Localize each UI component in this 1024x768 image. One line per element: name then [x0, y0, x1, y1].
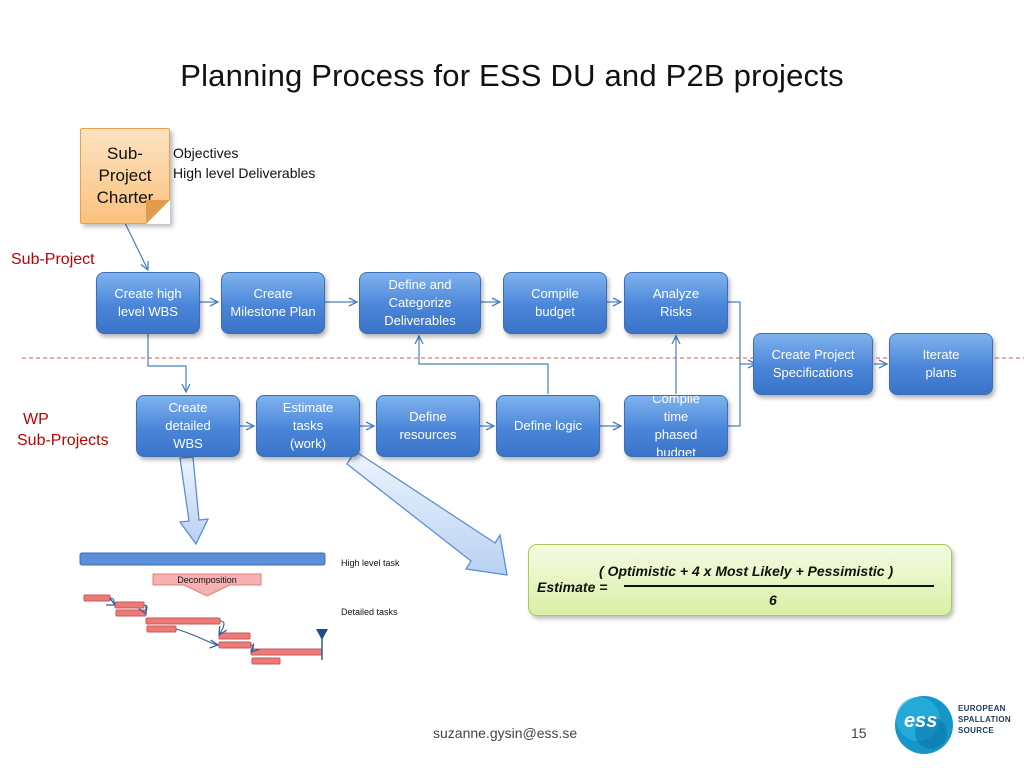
task-bar [250, 648, 323, 656]
step-estimate-tasks[interactable]: Estimate tasks (work) [256, 395, 360, 457]
step-iterate-plans[interactable]: Iterate plans [889, 333, 993, 395]
task-dependency-links [110, 598, 253, 652]
note-folded-corner [146, 200, 170, 224]
ess-logo-mark-text: ess [904, 710, 938, 732]
lane-label-sub-project: Sub-Project [11, 251, 95, 268]
step-analyze-risks[interactable]: Analyze Risks [624, 272, 728, 334]
high-level-task-label: High level task [341, 558, 400, 568]
page-number: 15 [851, 725, 867, 741]
connector-logic-to-deliverables [419, 336, 549, 394]
step-create-milestone-plan[interactable]: Create Milestone Plan [221, 272, 325, 334]
step-label: Estimate tasks (work) [282, 400, 334, 451]
deadline-marker [316, 629, 328, 660]
objective-item: High level Deliverables [173, 165, 316, 181]
step-create-high-level-wbs[interactable]: Create high level WBS [96, 272, 200, 334]
step-label: Define and Categorize Deliverables [384, 277, 456, 328]
step-define-logic[interactable]: Define logic [496, 395, 600, 457]
step-define-resources[interactable]: Define resources [376, 395, 480, 457]
task-bar [114, 601, 145, 609]
ess-logo-text: EUROPEAN SPALLATION SOURCE [958, 703, 1011, 736]
logo-line: EUROPEAN [958, 704, 1006, 713]
step-compile-budget[interactable]: Compile budget [503, 272, 607, 334]
charter-label: Sub-Project Charter [96, 144, 154, 207]
task-bar [218, 641, 252, 649]
step-label: Define logic [514, 418, 582, 433]
big-arrow-to-formula [346, 450, 508, 576]
step-label: Create Milestone Plan [230, 286, 316, 319]
task-bar [145, 617, 221, 625]
formula-denominator: 6 [769, 592, 777, 608]
task-bar [251, 657, 281, 665]
lane-label-wp-line2: Sub-Projects [17, 432, 109, 449]
sub-project-charter-note: Sub-Project Charter [80, 128, 170, 224]
logo-line: SOURCE [958, 726, 995, 735]
step-create-detailed-wbs[interactable]: Create detailed WBS [136, 395, 240, 457]
lane-label-wp: WP Sub-Projects [17, 409, 109, 451]
step-label: Analyze Risks [652, 286, 700, 319]
detailed-tasks-label: Detailed tasks [341, 607, 398, 617]
step-define-categorize-deliverables[interactable]: Define and Categorize Deliverables [359, 272, 481, 334]
formula-lhs: Estimate = [537, 579, 608, 595]
step-compile-time-phased-budget[interactable]: Compile time phased budget [624, 395, 728, 457]
detailed-task-bars [83, 594, 323, 665]
big-arrow-to-decomposition [178, 456, 210, 546]
decomposition-arrow-shape [152, 573, 262, 597]
logo-line: SPALLATION [958, 715, 1011, 724]
connector-phased-budget-to-specifications [728, 364, 741, 427]
charter-objectives: Objectives High level Deliverables [173, 143, 315, 183]
ess-logo-mark [895, 696, 953, 754]
step-label: Compile budget [531, 286, 579, 319]
step-label: Create detailed WBS [165, 400, 211, 451]
footer-email: suzanne.gysin@ess.se [433, 725, 578, 741]
step-label: Iterate plans [922, 347, 960, 380]
task-bar [146, 625, 177, 633]
estimate-formula-box: ( Optimistic + 4 x Most Likely + Pessimi… [528, 544, 952, 616]
task-bar [115, 609, 147, 617]
objective-item: Objectives [173, 145, 239, 161]
step-label: Create high level WBS [114, 286, 182, 319]
step-create-project-specifications[interactable]: Create Project Specifications [753, 333, 873, 395]
summary-task-bar [79, 552, 326, 566]
connector-wbs-to-detailed-wbs [147, 333, 186, 392]
formula-numerator: ( Optimistic + 4 x Most Likely + Pessimi… [599, 563, 894, 579]
step-label: Compile time phased budget [652, 395, 700, 457]
decomposition-label: Decomposition [177, 575, 237, 585]
slide-title: Planning Process for ESS DU and P2B proj… [180, 58, 844, 93]
connector-risks-to-specifications [728, 301, 756, 364]
lane-label-wp-line1: WP [23, 411, 49, 428]
step-label: Create Project Specifications [771, 347, 855, 380]
connector-charter-to-wbs [124, 222, 148, 270]
step-label: Define resources [399, 409, 457, 442]
task-bar [218, 632, 251, 640]
task-bar [83, 594, 111, 602]
fraction-line [624, 585, 934, 587]
